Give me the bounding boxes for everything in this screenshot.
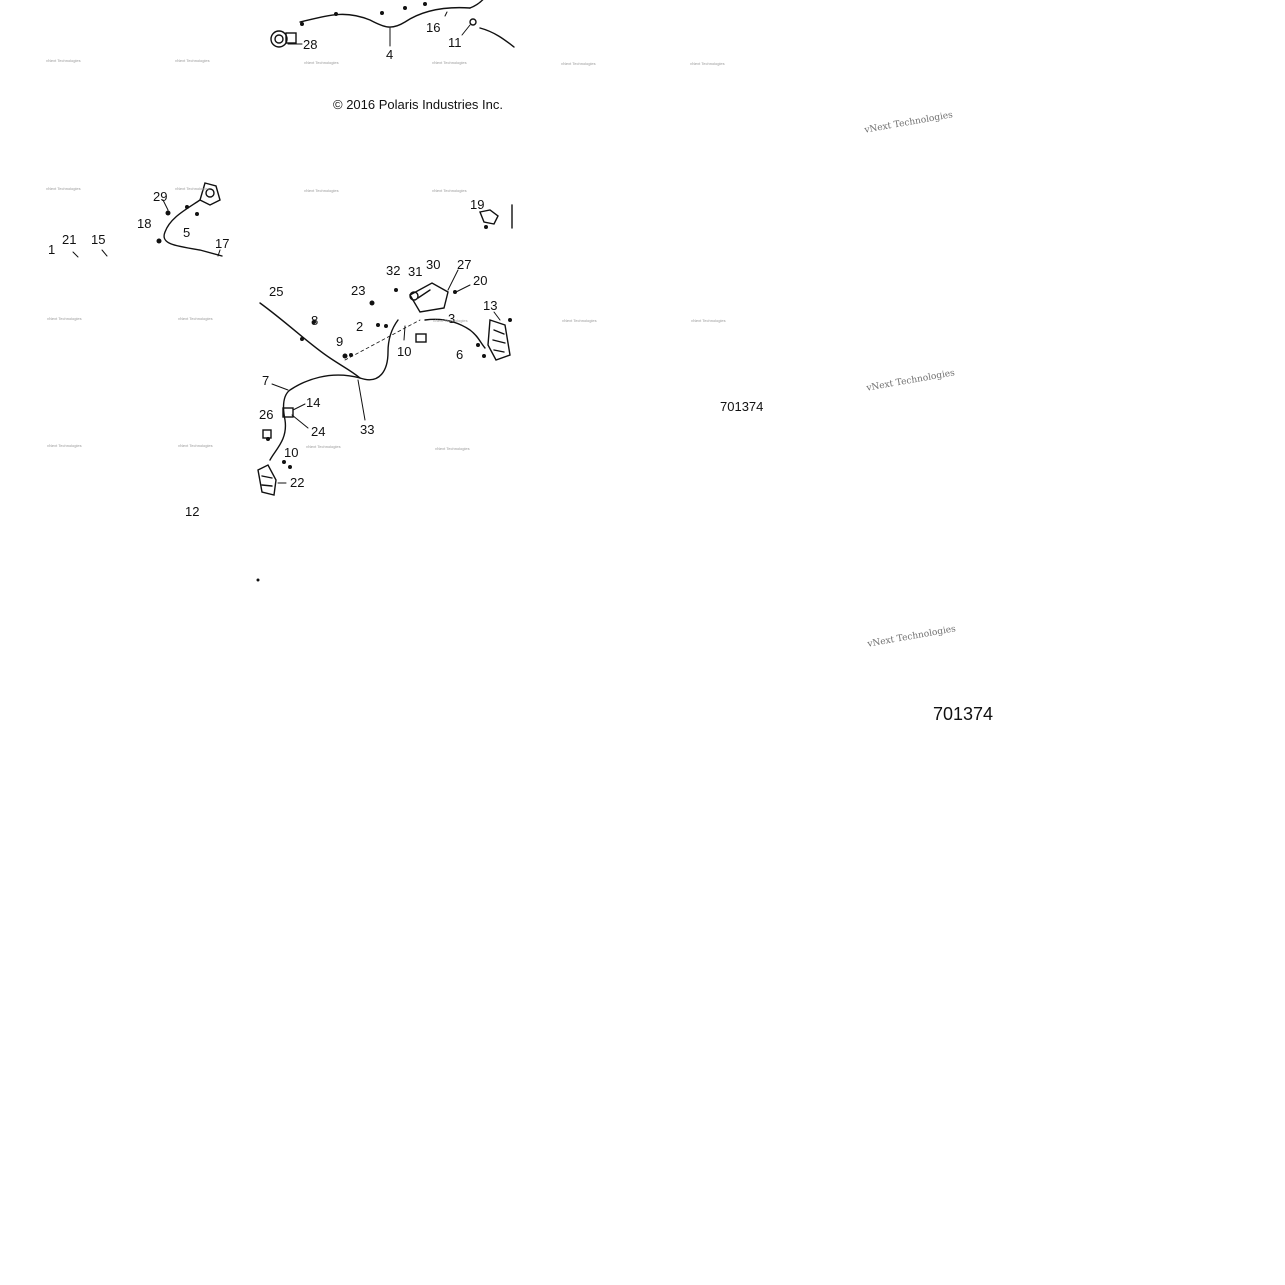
leader-13 [493,311,501,321]
brake-line-7 [269,374,361,461]
bracket-14 [282,407,294,418]
clamp-10 [415,333,427,343]
brake-line-4-b [479,27,515,48]
brake-line-5 [163,199,223,257]
watermark-small: vNext Technologies [432,188,467,193]
callout-26: 26 [259,407,274,422]
watermark-small: vNext Technologies [304,60,339,65]
watermark-small: vNext Technologies [691,318,726,323]
part-number-large: 701374 [933,704,994,724]
callout-13: 13 [483,298,498,313]
callout-6: 6 [456,347,464,362]
callout-15: 15 [91,232,106,247]
leader-15 [101,249,108,257]
watermark-small: vNext Technologies [433,318,468,323]
callout-12: 12 [185,504,200,519]
leader-11 [461,24,471,36]
brake-line-4 [299,6,471,28]
caliper-13 [487,319,511,361]
watermark-small: vNext Technologies [178,443,213,448]
callout-2: 2 [356,319,364,334]
caliper-28 [270,30,297,48]
callout-10-lower: 10 [284,445,299,460]
callout-14: 14 [306,395,321,410]
leader-10 [403,325,406,341]
leader-21 [72,251,79,258]
callout-30: 30 [426,257,441,272]
callout-16: 16 [426,20,441,35]
watermark-small: vNext Technologies [562,318,597,323]
clip-11 [469,18,477,26]
caliper-22 [257,464,277,496]
hardware-fasteners [156,2,512,582]
caliper-top [199,182,221,206]
brake-line-33 [359,319,399,381]
watermark-small: vNext Technologies [432,60,467,65]
callout-1: 1 [48,242,56,257]
callout-33: 33 [360,422,375,437]
callout-21: 21 [62,232,77,247]
watermark-small: vNext Technologies [175,58,210,63]
leader-20 [455,284,471,293]
watermark-small: vNext Technologies [47,316,82,321]
callout-4: 4 [386,47,394,62]
leader-24 [291,414,309,429]
watermark-small: vNext Technologies [46,186,81,191]
leader-14 [292,403,306,411]
callout-31: 31 [408,264,423,279]
callout-10-upper: 10 [397,344,412,359]
callout-25: 25 [269,284,284,299]
callout-5: 5 [183,225,191,240]
clip-26 [262,429,272,439]
callout-3: 3 [448,311,456,326]
callout-28: 28 [303,37,318,52]
callout-29: 29 [153,189,168,204]
dashed-axis [344,319,421,361]
master-cylinder [409,282,449,313]
callout-23: 23 [351,283,366,298]
leader-33 [357,379,366,421]
callout-20: 20 [473,273,488,288]
part-number-small: 701374 [720,399,764,414]
watermark-small: vNext Technologies [690,61,725,66]
watermark-small: vNext Technologies [178,316,213,321]
leader-27 [447,269,459,291]
callout-9: 9 [336,334,344,349]
callout-24: 24 [311,424,326,439]
brake-line-25 [259,302,361,379]
watermark-small: vNext Technologies [47,443,82,448]
callout-11: 11 [448,35,462,50]
callout-32: 32 [386,263,401,278]
leader-7 [271,383,289,391]
brake-line-6 [424,318,486,349]
watermark-small: vNext Technologies [561,61,596,66]
copyright-notice: © 2016 Polaris Industries Inc. [333,97,503,112]
callout-7: 7 [262,373,270,388]
callout-18: 18 [137,216,152,231]
watermark-small: vNext Technologies [175,186,210,191]
brake-line-top-right [469,0,484,9]
watermark-small: vNext Technologies [304,188,339,193]
callout-27: 27 [457,257,472,272]
leader-29 [162,199,169,211]
watermark-small: vNext Technologies [435,446,470,451]
callout-8: 8 [311,313,319,328]
leader-16 [444,11,448,17]
leader-17 [217,249,221,257]
bracket-19 [479,209,499,225]
watermark-small: vNext Technologies [306,444,341,449]
callout-19: 19 [470,197,485,212]
callout-22: 22 [290,475,305,490]
callout-17: 17 [215,236,230,251]
watermark-small: vNext Technologies [46,58,81,63]
